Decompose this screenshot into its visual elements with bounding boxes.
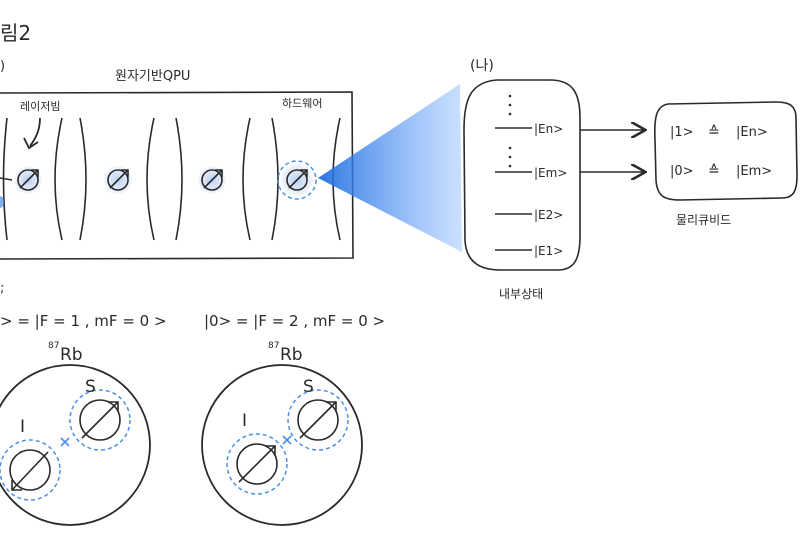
label-S-right: S (303, 377, 314, 397)
figure-label: 림2 (0, 21, 31, 45)
isotope-symbol-right: Rb (280, 345, 303, 365)
lattice-arc (271, 117, 279, 241)
qpu-title: 원자기반QPU (115, 69, 190, 84)
level-En: |En> (534, 122, 563, 136)
electron-spin (79, 399, 121, 441)
zoom-beam (318, 84, 462, 252)
electron-spin-arrow (299, 401, 337, 439)
panel-da-marker: ; (0, 281, 4, 296)
nuclear-spin-arrow (238, 445, 276, 483)
laser-line (0, 177, 13, 181)
isotope-mass-right: 87 (268, 341, 279, 351)
equiv-symbol-zero: ≙ (708, 163, 720, 179)
atom-left: I S (0, 364, 151, 526)
electron-spin-arrow (81, 401, 119, 439)
atom-1 (14, 166, 42, 194)
coupling-mark (282, 435, 292, 445)
nuclear-spin (236, 443, 278, 485)
panel-na-label: (나) (470, 58, 494, 74)
nuclear-spin (9, 449, 51, 491)
lattice-arc (146, 117, 155, 241)
qubit-zero-state: |Em> (736, 164, 772, 179)
atom-4-highlighted (277, 160, 317, 200)
nuclear-spin-halo (0, 439, 61, 501)
panel-ga: 원자기반QPU 레이저빔 하드웨어 (0, 69, 462, 260)
label-I-left: I (20, 417, 25, 437)
electron-spin (297, 399, 339, 441)
internal-states-label: 내부상태 (499, 287, 543, 301)
lattice-arc (79, 117, 87, 241)
panel-ga-marker: ) (0, 59, 5, 74)
physical-qubit-label: 물리큐비드 (676, 213, 731, 227)
energy-levels (495, 127, 532, 251)
electron-spin-halo (69, 389, 131, 451)
coupling-mark (60, 437, 70, 447)
internal-states-box (463, 79, 581, 271)
physical-qubit-box (653, 101, 798, 201)
beam-spot (0, 196, 4, 208)
state-definition-left: > = |F = 1 , mF = 0 > (0, 312, 167, 330)
hardware-label: 하드웨어 (282, 96, 322, 110)
lattice-arc (2, 117, 8, 241)
atom-boundary (0, 364, 151, 526)
ellipsis-dots (508, 94, 512, 168)
isotope-mass-left: 87 (48, 341, 59, 351)
atom-2 (104, 166, 132, 194)
label-S-left: S (85, 377, 96, 397)
lattice-arc (242, 117, 251, 241)
laser-pointer-arrow (29, 117, 41, 147)
level-E2: |E2> (534, 208, 563, 222)
equiv-symbol-one: ≙ (708, 124, 720, 140)
nuclear-spin-halo (226, 433, 288, 495)
isotope-symbol-left: Rb (60, 345, 83, 365)
qubit-zero: |0> (670, 164, 694, 179)
electron-spin-halo (287, 389, 349, 451)
nuclear-spin-arrow (11, 451, 49, 491)
panel-na: (나) |En> |Em> |E2> |E1> 내부상태 |1> ≙ |En> … (463, 58, 798, 301)
laser-beam-label: 레이저빔 (20, 100, 60, 113)
atom-right: I S (201, 364, 363, 526)
atom-3 (198, 166, 226, 194)
laser-pointer-arrowhead (23, 137, 39, 150)
lattice-arc (175, 117, 183, 241)
atom-boundary (201, 364, 363, 526)
qubit-one-state: |En> (736, 125, 768, 140)
qubit-one: |1> (670, 125, 694, 140)
level-E1: |E1> (534, 244, 563, 258)
state-definition-right: |0> = |F = 2 , mF = 0 > (204, 312, 385, 330)
panel-da: > = |F = 1 , mF = 0 > |0> = |F = 2 , mF … (0, 312, 385, 526)
label-I-right: I (242, 411, 247, 431)
lattice-arc (54, 117, 63, 241)
level-Em: |Em> (534, 166, 567, 180)
